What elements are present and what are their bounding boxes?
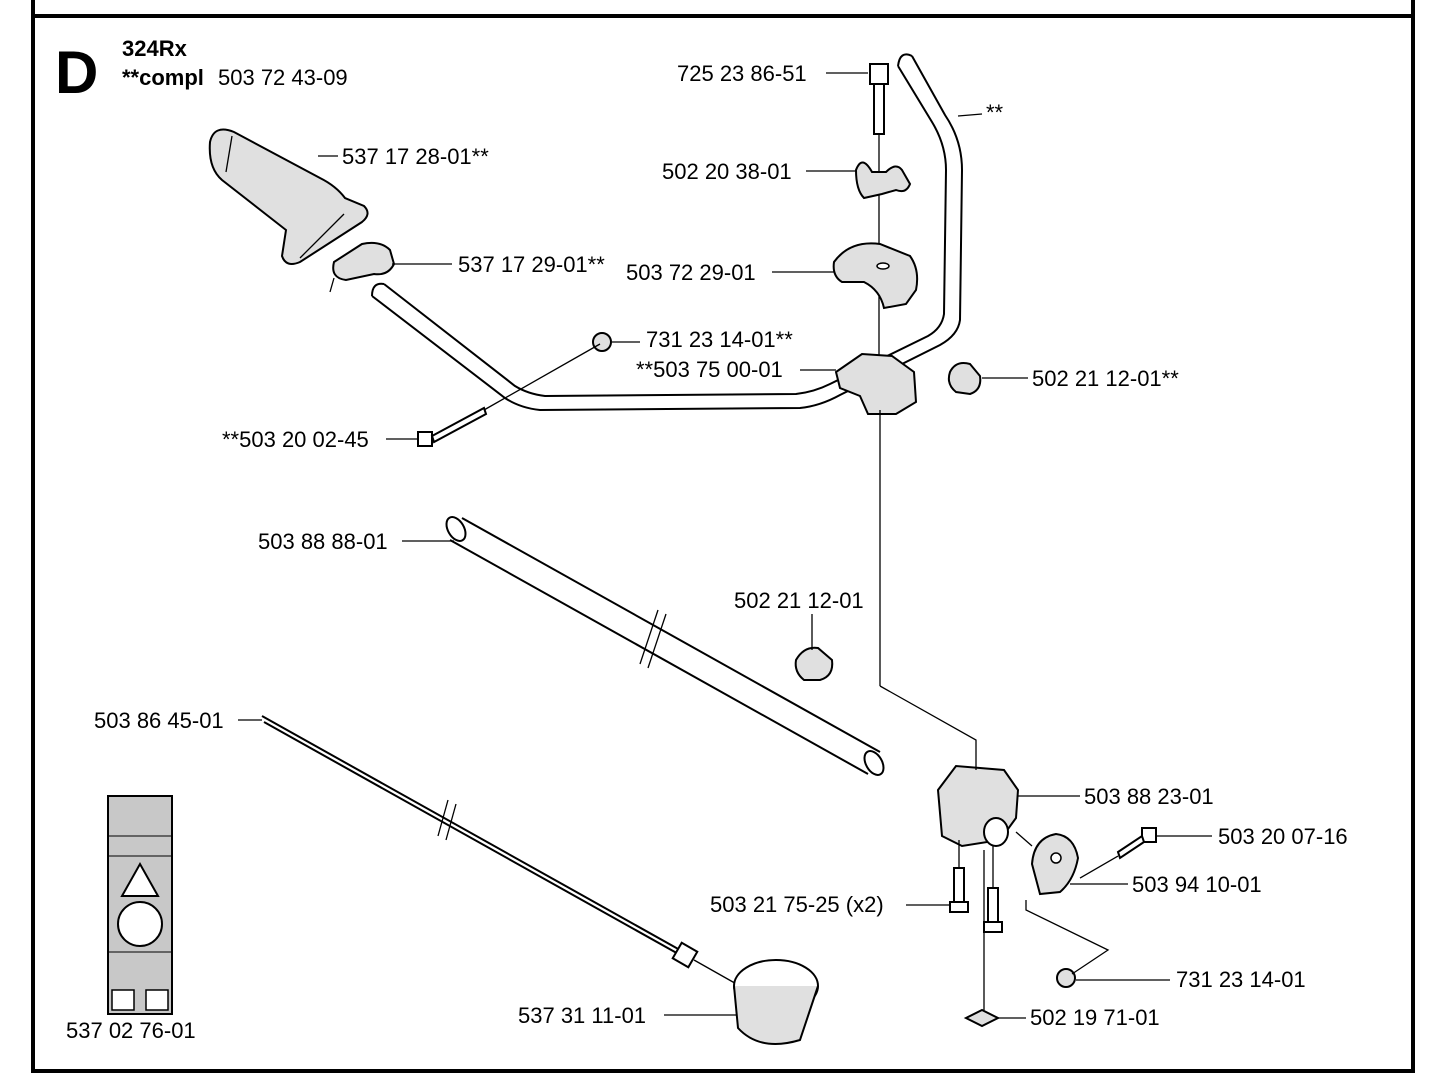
label-537-17-29-01: 537 17 29-01** bbox=[458, 252, 605, 277]
nut-small-part bbox=[592, 332, 612, 352]
section-letter: D bbox=[55, 39, 98, 106]
throttle-clamp-part bbox=[1015, 831, 1080, 896]
compl-prefix: **compl bbox=[122, 65, 204, 90]
label-503-86-45-01: 503 86 45-01 bbox=[94, 708, 224, 733]
screw-left-part bbox=[417, 343, 601, 447]
housing-block-part bbox=[879, 410, 1020, 848]
leader-lines bbox=[238, 72, 1212, 1019]
label-503-75-00-01: **503 75 00-01 bbox=[636, 357, 783, 382]
label-537-02-76-01: 537 02 76-01 bbox=[66, 1018, 196, 1043]
warning-decal-part bbox=[107, 795, 173, 1015]
bolt-right-part bbox=[1079, 827, 1157, 879]
label-503-88-23-01: 503 88 23-01 bbox=[1084, 784, 1214, 809]
label-537-17-28-01: 537 17 28-01** bbox=[342, 144, 489, 169]
grip-part bbox=[208, 128, 369, 265]
drive-shaft-part bbox=[261, 715, 741, 987]
label-503-94-10-01: 503 94 10-01 bbox=[1132, 872, 1262, 897]
shaft-tube-part bbox=[445, 516, 885, 776]
model-name: 324Rx bbox=[122, 36, 188, 61]
label-731-23-14-01-bottom: 731 23 14-01 bbox=[1176, 967, 1306, 992]
cable-clip-middle-part bbox=[794, 646, 834, 681]
diagram-frame bbox=[31, 14, 1415, 1073]
label-503-72-29-01: 503 72 29-01 bbox=[626, 260, 756, 285]
grip-clamp-part bbox=[329, 241, 396, 293]
label-502-21-12-01-top: 502 21 12-01** bbox=[1032, 366, 1179, 391]
drum-cup-part bbox=[733, 959, 819, 1045]
nut-bottom-part bbox=[1025, 900, 1110, 988]
label-503-20-02-45: **503 20 02-45 bbox=[222, 427, 369, 452]
label-537-31-11-01: 537 31 11-01 bbox=[518, 1003, 646, 1028]
label-502-20-38-01: 502 20 38-01 bbox=[662, 159, 792, 184]
label-502-19-71-01: 502 19 71-01 bbox=[1030, 1005, 1160, 1030]
label-503-21-75-25: 503 21 75-25 (x2) bbox=[710, 892, 884, 917]
label-731-23-14-01-top: 731 23 14-01** bbox=[646, 327, 793, 352]
clamp-cap-part bbox=[832, 242, 919, 310]
label-503-20-07-16: 503 20 07-16 bbox=[1218, 824, 1348, 849]
clamp-block-part bbox=[834, 352, 918, 415]
bolt-top-part bbox=[869, 63, 889, 372]
cable-clip-right-part bbox=[947, 362, 982, 396]
compl-number: 503 72 43-09 bbox=[218, 65, 348, 90]
label-handlebar-compl: ** bbox=[986, 100, 1004, 125]
wing-nut-part bbox=[854, 161, 912, 200]
screws-bottom-part bbox=[949, 840, 1003, 1010]
label-502-21-12-01-mid: 502 21 12-01 bbox=[734, 588, 864, 613]
square-nut-part bbox=[963, 1008, 1001, 1028]
label-725-23-86-51: 725 23 86-51 bbox=[677, 61, 807, 86]
label-503-88-88-01: 503 88 88-01 bbox=[258, 529, 388, 554]
